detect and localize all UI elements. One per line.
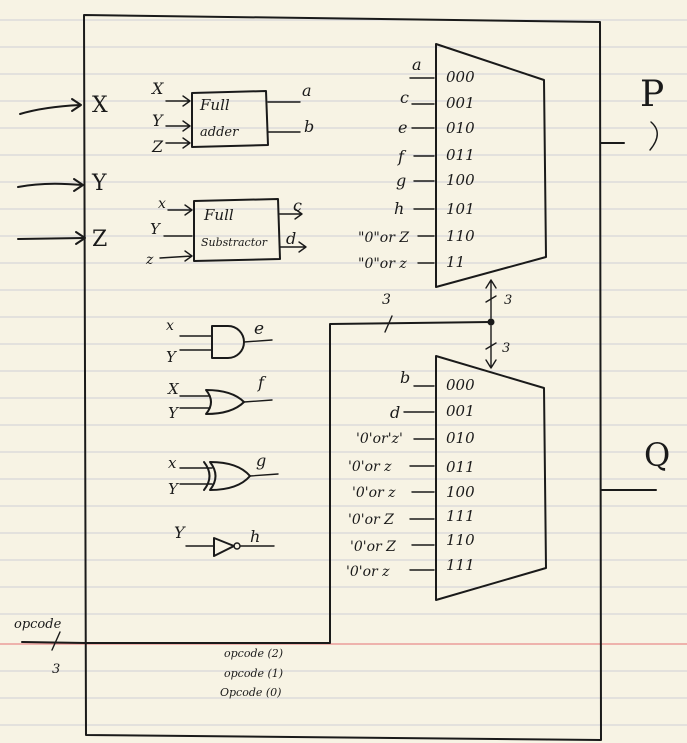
output-q: Q bbox=[600, 436, 670, 491]
mux-q-codes: 000 001 010 011 100 111 110 111 bbox=[446, 376, 475, 574]
full-subtractor-out-c: c bbox=[293, 196, 302, 215]
mux-q-code-5: 111 bbox=[446, 507, 475, 525]
and-gate: x Y e bbox=[166, 318, 273, 366]
mux-p-code-3: 011 bbox=[446, 146, 475, 164]
xor-gate: x Y g bbox=[168, 451, 279, 498]
full-subtractor-label-2: Substractor bbox=[201, 236, 268, 249]
and-gate-in-x: x bbox=[166, 318, 174, 334]
or-gate: X Y f bbox=[167, 373, 273, 422]
xor-gate-in-x: x bbox=[168, 454, 177, 472]
mux-q-code-1: 001 bbox=[446, 402, 475, 420]
mux-p-input-h: h bbox=[394, 199, 404, 218]
input-x: X bbox=[19, 93, 108, 118]
mux-p-input-f: f bbox=[397, 147, 407, 166]
not-gate: Y h bbox=[174, 523, 275, 557]
mux-q-code-0: 000 bbox=[446, 376, 475, 394]
opcode-input: opcode 3 opcode (2) opcode (1) Opcode (0… bbox=[14, 617, 283, 699]
select-bus: 3 3 3 bbox=[85, 279, 512, 644]
or-gate-in-y: Y bbox=[168, 404, 180, 422]
mux-p-code-5: 101 bbox=[446, 200, 475, 218]
mux-p-input-a: a bbox=[412, 55, 422, 74]
mux-p-code-7: 11 bbox=[446, 253, 465, 271]
mux-p-code-2: 010 bbox=[446, 119, 475, 137]
full-adder-out-a: a bbox=[302, 81, 312, 100]
select-bus-width: 3 bbox=[382, 292, 391, 308]
opcode-width: 3 bbox=[52, 662, 60, 677]
full-adder-in-x: X bbox=[150, 79, 164, 98]
full-subtractor-label-1: Full bbox=[203, 206, 234, 224]
mux-q-code-2: 010 bbox=[446, 429, 475, 447]
mux-q-input-b: b bbox=[400, 368, 410, 387]
full-subtractor-in-x: x bbox=[158, 196, 166, 212]
output-q-label: Q bbox=[644, 436, 670, 474]
opcode-bit-0: Opcode (0) bbox=[220, 686, 281, 699]
input-y: Y bbox=[17, 171, 107, 196]
xor-gate-in-y: Y bbox=[168, 480, 180, 498]
or-gate-out-f: f bbox=[257, 373, 267, 392]
mux-q-input-d: d bbox=[390, 403, 400, 422]
input-z-label: Z bbox=[92, 227, 107, 252]
full-subtractor: Full Substractor x Y z c d bbox=[145, 196, 307, 268]
select-bus-width-p: 3 bbox=[504, 293, 512, 308]
opcode-bit-2: opcode (2) bbox=[224, 647, 283, 660]
mux-q-input-6: '0'or Z bbox=[348, 512, 394, 528]
and-gate-in-y: Y bbox=[166, 348, 178, 366]
outer-block bbox=[83, 14, 602, 741]
mux-p: a c e f g h "0"or Z "0"or z 000 001 010 … bbox=[358, 43, 547, 288]
mux-q-inputs: b d '0'or'z' '0'or z '0'or z '0'or Z '0'… bbox=[346, 368, 435, 580]
full-subtractor-in-y: Y bbox=[150, 220, 162, 238]
mux-q-input-8: '0'or z bbox=[346, 564, 390, 580]
mux-p-inputs: a c e f g h "0"or Z "0"or z bbox=[358, 55, 435, 272]
mux-q-input-7: '0'or Z bbox=[350, 539, 396, 555]
full-adder: Full adder X Y Z a b bbox=[150, 79, 314, 156]
not-gate-in-y: Y bbox=[174, 523, 186, 542]
mux-p-codes: 000 001 010 011 100 101 110 11 bbox=[446, 68, 475, 271]
mux-q-input-4: '0'or z bbox=[348, 459, 392, 475]
notebook-ruling bbox=[0, 19, 687, 726]
full-adder-in-y: Y bbox=[152, 111, 164, 130]
input-x-label: X bbox=[92, 93, 108, 118]
mux-q-code-6: 110 bbox=[446, 531, 475, 549]
not-gate-out-h: h bbox=[250, 527, 260, 546]
mux-q-input-3: '0'or'z' bbox=[356, 431, 403, 447]
mux-p-code-6: 110 bbox=[446, 227, 475, 245]
full-adder-label-2: adder bbox=[200, 125, 239, 140]
or-gate-in-x: X bbox=[167, 380, 180, 398]
opcode-label: opcode bbox=[14, 617, 62, 632]
full-adder-in-z: Z bbox=[151, 137, 164, 156]
output-p-label: P bbox=[640, 74, 664, 115]
mux-q-code-4: 100 bbox=[446, 483, 475, 501]
select-bus-width-q: 3 bbox=[502, 341, 510, 356]
full-subtractor-out-d: d bbox=[286, 229, 296, 248]
output-p: P bbox=[600, 74, 664, 151]
mux-q-code-7: 111 bbox=[446, 556, 475, 574]
full-subtractor-in-z: z bbox=[145, 252, 154, 268]
mux-p-input-c: c bbox=[400, 88, 409, 107]
mux-p-code-1: 001 bbox=[446, 94, 475, 112]
mux-q-code-3: 011 bbox=[446, 458, 475, 476]
mux-p-code-4: 100 bbox=[446, 171, 475, 189]
xor-gate-out-g: g bbox=[256, 451, 266, 470]
input-z: Z bbox=[17, 227, 107, 252]
mux-p-input-g: g bbox=[396, 171, 406, 190]
mux-p-code-0: 000 bbox=[446, 68, 475, 86]
opcode-bit-1: opcode (1) bbox=[224, 667, 283, 680]
full-adder-out-b: b bbox=[304, 117, 314, 136]
mux-q-input-5: '0'or z bbox=[352, 485, 396, 501]
mux-q: b d '0'or'z' '0'or z '0'or z '0'or Z '0'… bbox=[346, 355, 547, 601]
mux-p-input-8: "0"or z bbox=[358, 256, 407, 272]
input-y-label: Y bbox=[91, 171, 107, 196]
mux-p-input-7: "0"or Z bbox=[358, 230, 409, 246]
full-adder-label-1: Full bbox=[199, 96, 230, 114]
and-gate-out-e: e bbox=[254, 319, 264, 339]
mux-p-input-e: e bbox=[398, 118, 407, 137]
